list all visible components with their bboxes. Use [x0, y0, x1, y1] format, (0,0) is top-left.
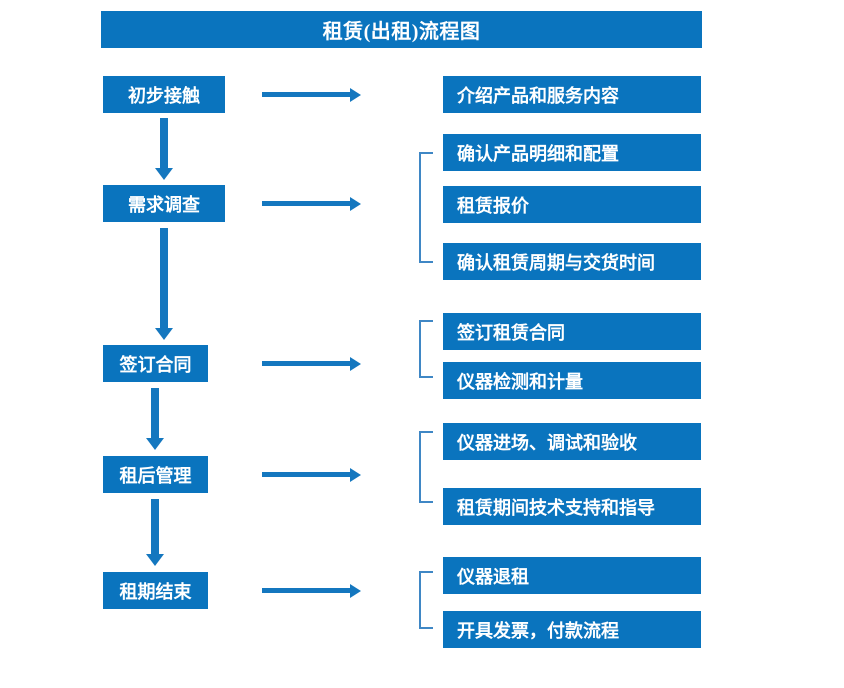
horizontal-arrow-stage1 [262, 92, 350, 97]
vertical-arrow-stage4-to-stage5 [151, 499, 159, 554]
group-bracket-xu-qiu-diao-cha [419, 152, 433, 263]
vertical-arrow-stage3-to-stage4 [151, 388, 159, 438]
detail-box-qian-ding-zu-lin-he-tong[interactable]: 签订租赁合同 [443, 313, 701, 350]
detail-box-yi-qi-jin-chang-tiao-shi-he-yan-shou[interactable]: 仪器进场、调试和验收 [443, 423, 701, 460]
horizontal-arrow-stage2 [262, 201, 350, 206]
group-bracket-zu-hou-guan-li [419, 431, 433, 503]
detail-box-yi-qi-tui-zu[interactable]: 仪器退租 [443, 557, 701, 594]
stage-box-xu-qiu-diao-cha[interactable]: 需求调查 [103, 185, 225, 222]
detail-box-yi-qi-jian-ce-he-ji-liang[interactable]: 仪器检测和计量 [443, 362, 701, 399]
detail-box-zu-lin-qi-jian-ji-shu-zhi-chi-he-zhi-dao[interactable]: 租赁期间技术支持和指导 [443, 488, 701, 525]
horizontal-arrow-stage3 [262, 361, 350, 366]
detail-box-que-ren-zu-lin-zhou-qi-yu-jiao-huo-shi-jian[interactable]: 确认租赁周期与交货时间 [443, 243, 701, 280]
group-bracket-zu-qi-jie-shu [419, 571, 433, 629]
stage-box-chu-bu-jie-chu[interactable]: 初步接触 [103, 76, 225, 113]
stage-box-zu-qi-jie-shu[interactable]: 租期结束 [103, 572, 208, 609]
horizontal-arrow-stage4 [262, 472, 350, 477]
stage-box-zu-hou-guan-li[interactable]: 租后管理 [103, 456, 208, 493]
vertical-arrow-stage1-to-stage2 [160, 118, 168, 168]
detail-box-que-ren-chan-pin-ming-xi-he-pei-zhi[interactable]: 确认产品明细和配置 [443, 134, 701, 171]
group-bracket-qian-ding-he-tong [419, 320, 433, 378]
vertical-arrow-stage2-to-stage3 [160, 228, 168, 328]
chart-title: 租赁(出租)流程图 [101, 11, 702, 48]
detail-box-kai-ju-fa-piao-fu-kuan-liu-cheng[interactable]: 开具发票，付款流程 [443, 611, 701, 648]
detail-box-jie-shao-chan-pin-he-fu-wu-nei-rong[interactable]: 介绍产品和服务内容 [443, 76, 701, 113]
detail-box-zu-lin-bao-jia[interactable]: 租赁报价 [443, 186, 701, 223]
horizontal-arrow-stage5 [262, 588, 350, 593]
stage-box-qian-ding-he-tong[interactable]: 签订合同 [103, 345, 208, 382]
